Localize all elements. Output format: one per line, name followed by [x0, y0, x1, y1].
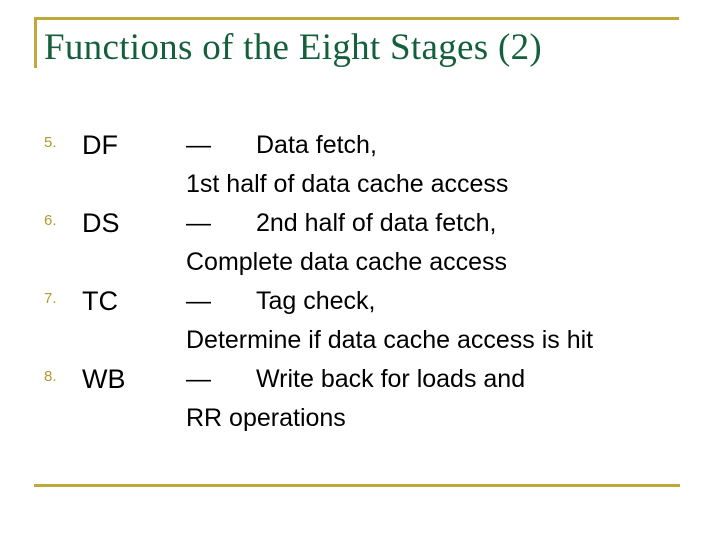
list-item: 8. WB — Write back for loads and RR opera…	[0, 360, 720, 438]
decorative-top-rule	[34, 17, 679, 20]
list-item-abbreviation: WB	[82, 364, 126, 394]
list-item-abbreviation: DS	[82, 208, 120, 238]
decorative-bottom-rule	[34, 484, 680, 487]
list-item-description-text: Data fetch,	[256, 131, 377, 159]
list-item-description-text: Tag check,	[256, 287, 376, 315]
stage-list: 5. DF — Data fetch, 1st half of data cach…	[0, 126, 720, 438]
list-item-description-line-1: — Write back for loads and	[186, 360, 525, 399]
list-item-number: 5.	[44, 134, 57, 151]
list-item-number: 6.	[44, 212, 57, 229]
list-item-description-line-1: — Data fetch,	[186, 126, 377, 165]
list-item-description-line-1: — Tag check,	[186, 282, 376, 321]
list-item-description-text: 2nd half of data fetch,	[256, 209, 497, 237]
list-item-abbreviation: DF	[82, 130, 118, 160]
em-dash-separator: —	[186, 365, 211, 393]
list-item-description-line-2: RR operations	[186, 404, 346, 432]
list-item: 7. TC — Tag check, Determine if data cach…	[0, 282, 720, 360]
em-dash-separator: —	[186, 131, 211, 159]
list-item-number: 8.	[44, 368, 57, 385]
decorative-left-rule	[34, 17, 37, 68]
list-item-description-text: Write back for loads and	[256, 365, 526, 393]
list-item-description-line-2: Complete data cache access	[186, 248, 508, 276]
list-item-description-line-2: Determine if data cache access is hit	[186, 326, 594, 354]
list-item: 5. DF — Data fetch, 1st half of data cach…	[0, 126, 720, 204]
em-dash-separator: —	[186, 209, 211, 237]
list-item-number: 7.	[44, 290, 57, 307]
list-item-description-line-1: — 2nd half of data fetch,	[186, 204, 496, 243]
slide-title: Functions of the Eight Stages (2)	[44, 27, 543, 68]
em-dash-separator: —	[186, 287, 211, 315]
list-item-description-line-2: 1st half of data cache access	[186, 170, 509, 198]
list-item: 6. DS — 2nd half of data fetch, Complete …	[0, 204, 720, 282]
list-item-abbreviation: TC	[82, 286, 118, 316]
